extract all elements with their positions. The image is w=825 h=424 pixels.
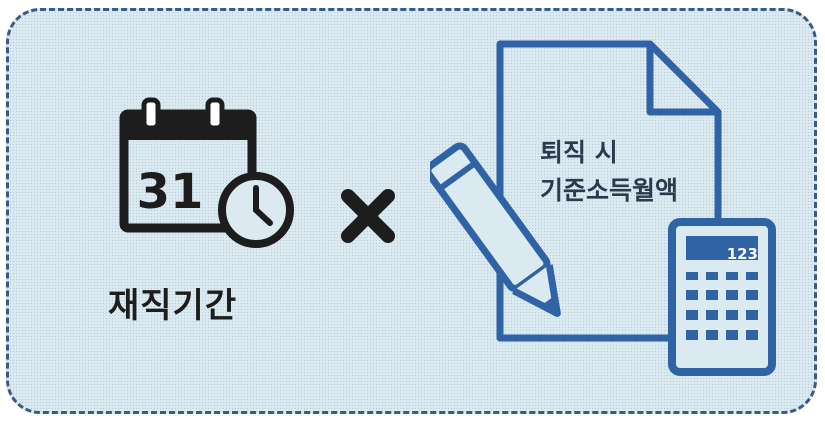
- multiply-icon: [341, 189, 395, 243]
- document-text-line-2: 기준소득월액: [540, 176, 679, 205]
- employment-period-label: 재직기간: [108, 286, 238, 326]
- pencil-icon: [430, 142, 561, 317]
- calculator-display-text: 123: [726, 245, 758, 263]
- document-calculator-illustration: [430, 40, 776, 376]
- calendar-clock-icon: 31: [119, 97, 294, 248]
- document-text-line-1: 퇴직 시: [540, 138, 618, 167]
- calculator-icon: [668, 218, 776, 376]
- calendar-day-number: 31: [137, 164, 204, 220]
